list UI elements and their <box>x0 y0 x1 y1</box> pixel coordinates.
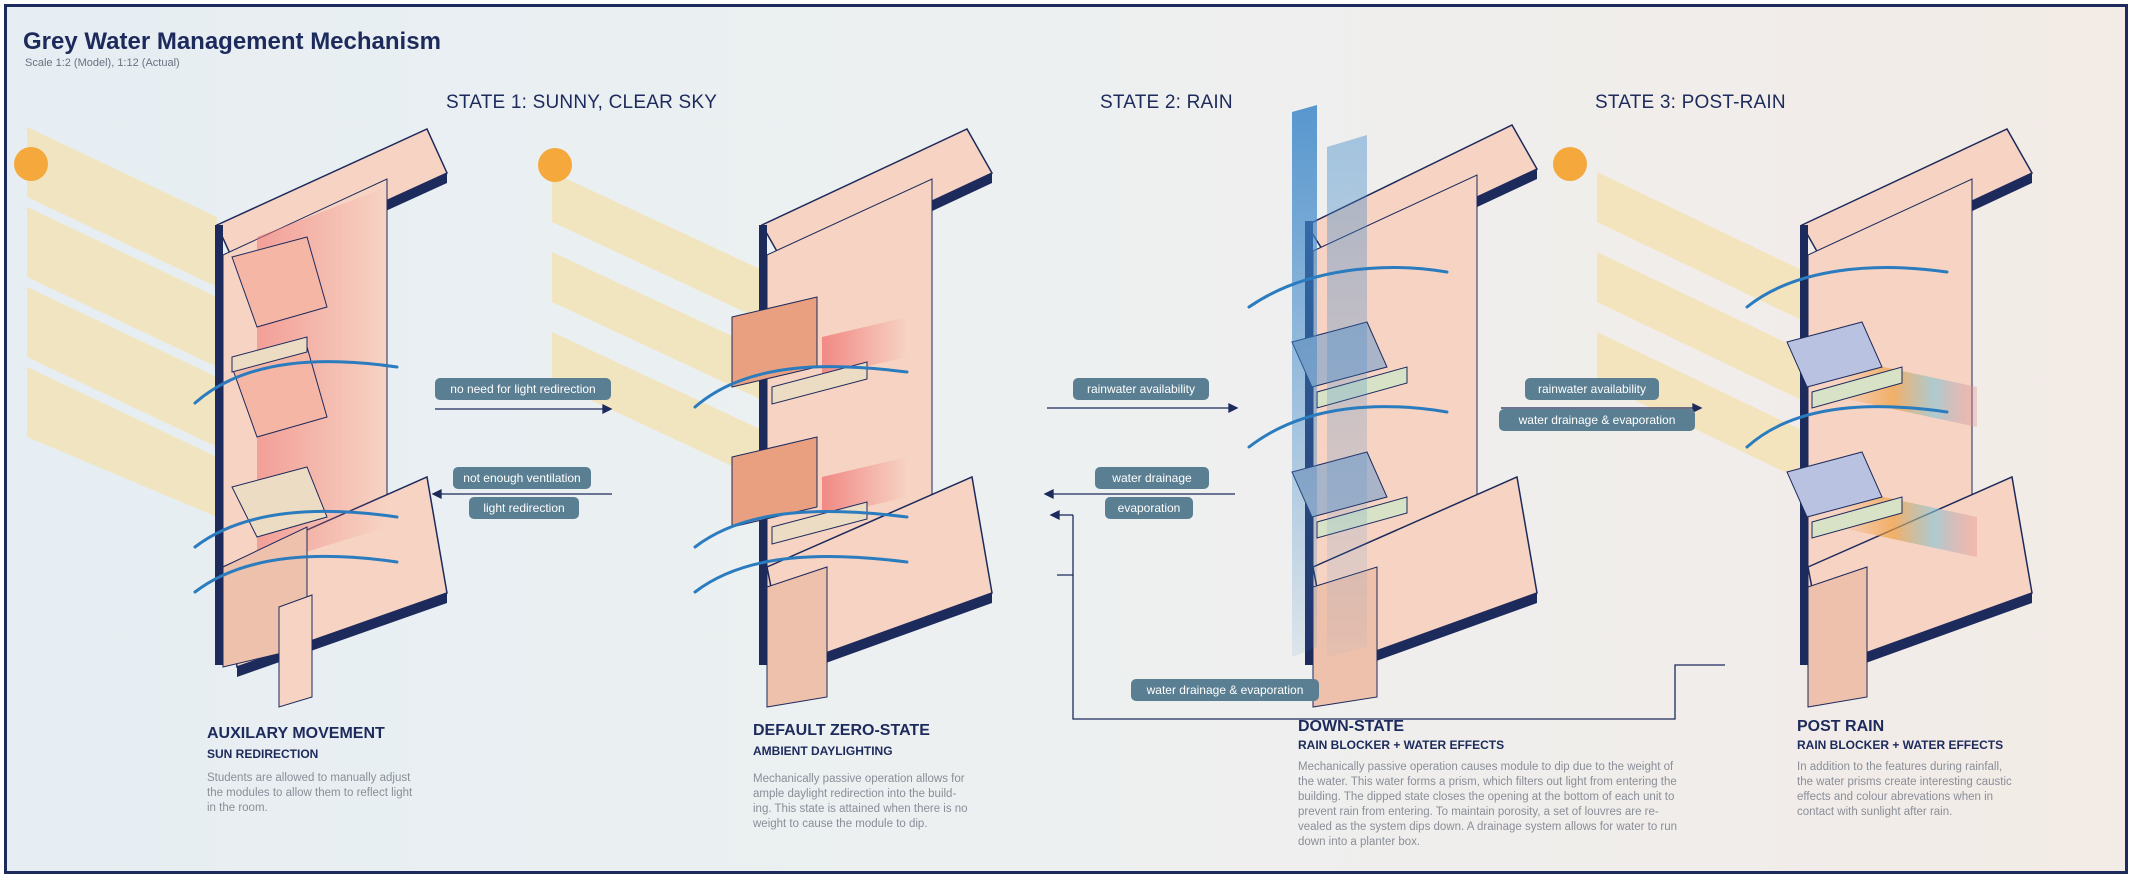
state-2-label: STATE 2: RAIN <box>1100 92 1233 113</box>
sunbeams-1 <box>27 127 217 517</box>
arrow-right-icon <box>1228 402 1239 414</box>
sun-icon <box>1553 147 1587 181</box>
caption-2-heading: DEFAULT ZERO-STATE <box>753 722 930 739</box>
caption-3-body: Mechanically passive operation causes mo… <box>1298 761 1678 848</box>
pill-drainage-evaporation-2: water drainage & evaporation <box>1499 409 1695 431</box>
caption-1-heading: AUXILARY MOVEMENT <box>207 725 385 742</box>
arrow-left-icon <box>1049 509 1060 521</box>
pill-light-redirection: light redirection <box>469 497 579 519</box>
caption-3-heading: DOWN-STATE <box>1298 718 1405 735</box>
pill-water-drainage: water drainage <box>1095 467 1209 489</box>
caption-4-body: In addition to the features during rainf… <box>1797 761 2012 818</box>
page-title: Grey Water Management Mechanism <box>23 28 441 55</box>
rain-curtain-icon <box>1292 105 1317 657</box>
arrow-right-icon <box>1692 402 1703 414</box>
caption-2-body: Mechanically passive operation allows fo… <box>753 773 968 830</box>
pill-not-enough-ventilation: not enough ventilation <box>453 467 591 489</box>
caption-3-subheading: RAIN BLOCKER + WATER EFFECTS <box>1298 738 1505 752</box>
pill-rainwater-availability-2: rainwater availability <box>1525 378 1659 400</box>
pill-rainwater-availability-1: rainwater availability <box>1073 378 1209 400</box>
building-section-3 <box>1291 105 1539 708</box>
diagram-artwork <box>14 105 2034 720</box>
caption-4-heading: POST RAIN <box>1797 718 1885 735</box>
building-section-2 <box>731 128 994 708</box>
page-subtitle: Scale 1:2 (Model), 1:12 (Actual) <box>25 57 180 69</box>
building-section-1 <box>215 128 448 708</box>
pill-evaporation: evaporation <box>1105 497 1193 519</box>
arrow-left-icon <box>1043 488 1054 500</box>
arrow-right-icon <box>602 403 613 415</box>
airflow-arrow-icon <box>193 266 1949 594</box>
building-section-4 <box>1786 128 2034 708</box>
arrow-left-icon <box>431 488 442 500</box>
sunbeams-2 <box>552 172 777 487</box>
sun-icon <box>538 148 572 182</box>
transition-arrows <box>431 402 1725 720</box>
pill-no-light-redirection: no need for light redirection <box>435 378 611 400</box>
diagram-frame: Grey Water Management Mechanism Scale 1:… <box>4 4 2128 874</box>
caption-2-subheading: AMBIENT DAYLIGHTING <box>753 744 893 758</box>
caption-4-subheading: RAIN BLOCKER + WATER EFFECTS <box>1797 738 2004 752</box>
caption-1-subheading: SUN REDIRECTION <box>207 747 319 761</box>
pill-drainage-evaporation-bottom: water drainage & evaporation <box>1131 679 1319 701</box>
state-3-label: STATE 3: POST-RAIN <box>1595 92 1786 113</box>
state-1-label: STATE 1: SUNNY, CLEAR SKY <box>446 92 718 113</box>
sun-icon <box>14 147 48 181</box>
sunbeams-4 <box>1597 172 1837 497</box>
